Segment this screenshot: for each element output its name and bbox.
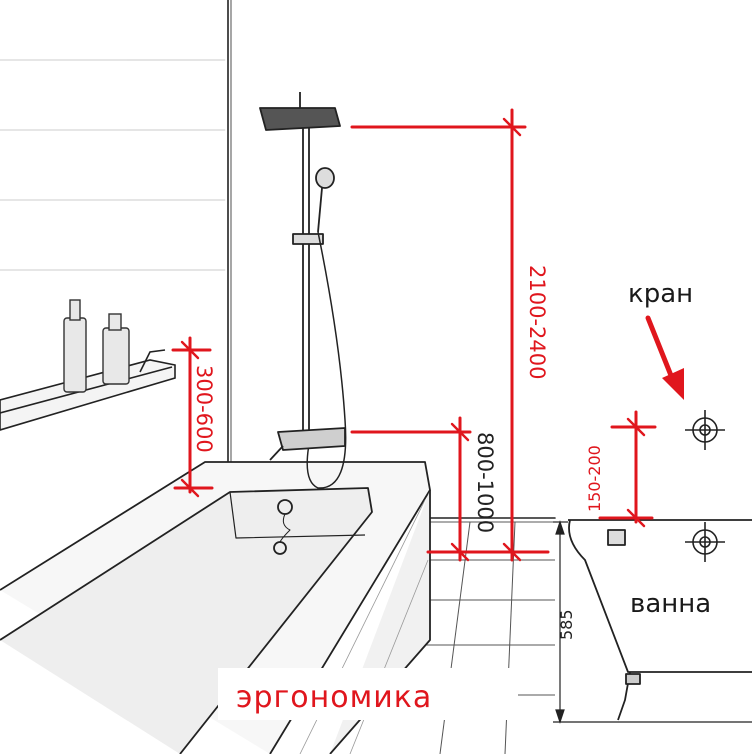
shelf-height-label: 300-600 (192, 365, 216, 453)
tap-above-tub-label: 150-200 (585, 445, 604, 512)
dimension-ticks (180, 117, 646, 562)
caption-box (218, 668, 518, 720)
caption-label: эргономика (236, 680, 432, 715)
bathtub-sketch (0, 461, 431, 754)
tap-target-icon (685, 410, 725, 450)
mixer-height-label: 800-1000 (473, 432, 497, 533)
tub-label: ванна (630, 589, 711, 619)
tub-height-label: 585 (557, 609, 576, 640)
red-dimension-lines (171, 108, 657, 562)
tub-side-view (568, 519, 752, 721)
tap-target-icon (685, 522, 725, 562)
tap-label: кран (628, 279, 693, 309)
shelf (0, 349, 176, 431)
shower-system (259, 92, 347, 489)
shower-head-height-label: 2100-2400 (525, 265, 549, 379)
tub-height-dimension (553, 520, 752, 724)
bottle-icon (63, 299, 130, 393)
room-sketch (0, 0, 556, 523)
arrow-icon (645, 315, 684, 400)
